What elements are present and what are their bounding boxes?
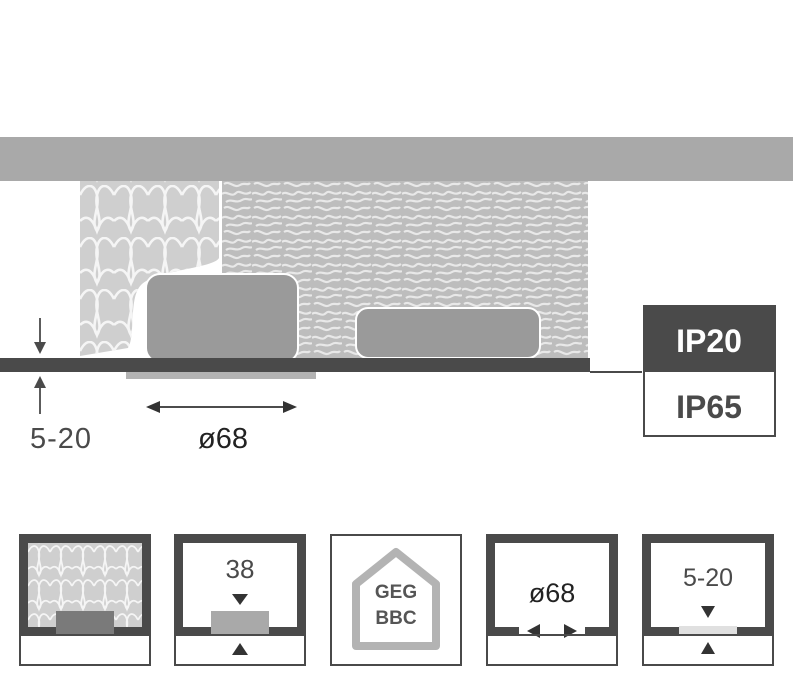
cutout-diameter-icon — [486, 534, 618, 666]
insulation-compatible-icon — [19, 534, 151, 666]
ceiling-thickness-icon — [642, 534, 774, 666]
fixture-trim — [126, 372, 316, 379]
safety-mark-top-text: GEG — [375, 582, 417, 603]
ceiling-gap-dimension — [34, 318, 46, 414]
recess-depth-label: 38 — [226, 554, 255, 584]
ceiling-gap-label: 5-20 — [30, 423, 92, 455]
diameter-dimension — [146, 401, 297, 413]
main-cross-section: 5-20 ø68 — [0, 137, 793, 455]
ceiling-thickness-label: 5-20 — [683, 564, 733, 592]
ip-rating-badge: IP20 IP65 — [643, 305, 776, 437]
ceiling-board — [0, 358, 590, 372]
ip-rating-top: IP20 — [676, 323, 742, 359]
recess-depth-icon — [174, 534, 306, 666]
ceiling-slab — [0, 137, 793, 181]
cutout-diameter-label: ø68 — [529, 578, 576, 608]
insulation-blanket-texture — [80, 181, 219, 356]
ip-rating-bottom: IP65 — [676, 389, 742, 425]
safety-mark-bottom-text: BBC — [375, 608, 416, 629]
ip-rating-bottom-panel — [643, 370, 776, 437]
junction-box — [355, 307, 541, 359]
ip-rating-top-panel — [643, 305, 776, 370]
diameter-label: ø68 — [198, 423, 248, 455]
fixture-housing — [145, 273, 299, 363]
safety-mark-icon — [330, 534, 462, 666]
